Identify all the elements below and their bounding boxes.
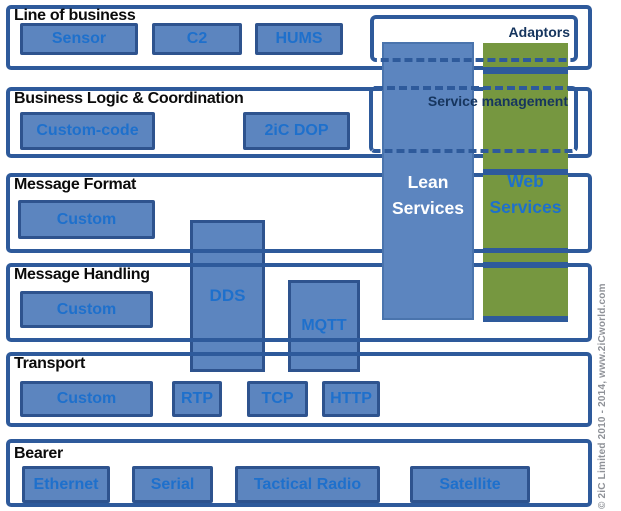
row-label-business-logic: Business Logic & Coordination <box>14 90 244 107</box>
box-sensor: Sensor <box>20 23 138 55</box>
row-frame-message-handling <box>6 263 592 342</box>
box-label: TCP <box>261 390 294 407</box>
label-service-management: Service management <box>427 93 568 109</box>
box-label: Custom-code <box>36 122 139 139</box>
row-label-bearer: Bearer <box>14 445 63 462</box>
box-custom-code: Custom-code <box>20 112 155 150</box>
row-frame-message-format <box>6 173 592 253</box>
box-label: Sensor <box>51 30 107 47</box>
box-label: Ethernet <box>33 475 99 493</box>
box-label: RTP <box>181 390 213 407</box>
frame-service-management <box>369 86 578 153</box>
box-label: C2 <box>186 30 208 47</box>
row-label-transport: Transport <box>14 355 86 372</box>
row-frame-line-of-business <box>6 5 592 70</box>
row-label-message-format: Message Format <box>14 176 137 193</box>
box-custom-message-format: Custom <box>18 200 155 239</box>
box-custom-message-handling: Custom <box>20 291 153 328</box>
column-dds: DDS <box>190 220 265 372</box>
separator-bar <box>483 169 568 175</box>
box-label: 2iC DOP <box>264 122 329 139</box>
box-label: Serial <box>150 475 195 493</box>
box-label: Satellite <box>439 475 501 493</box>
column-lean-services: Lean Services <box>382 42 474 320</box>
copyright-text: © 2iC Limited 2010 - 2014, www.2iCworld.… <box>597 283 608 509</box>
separator-bar <box>483 262 568 268</box>
frame-adaptors <box>370 15 578 62</box>
column-mqtt: MQTT <box>288 280 360 372</box>
box-label: Custom <box>56 390 117 407</box>
box-ethernet: Ethernet <box>22 466 110 503</box>
row-frame-business-logic <box>6 87 592 158</box>
separator-bar <box>483 248 568 253</box>
lean-services-label: Lean Services <box>391 171 464 218</box>
box-tactical-radio: Tactical Radio <box>235 466 380 503</box>
box-rtp: RTP <box>172 381 222 417</box>
box-label: Tactical Radio <box>253 475 362 493</box>
box-custom-transport: Custom <box>20 381 153 417</box>
web-services-label: Web Services <box>489 170 562 217</box>
box-satellite: Satellite <box>410 466 530 503</box>
mqtt-label: MQTT <box>301 317 347 334</box>
box-label: Custom <box>56 300 117 318</box>
box-label: HUMS <box>275 30 323 47</box>
separator-bar <box>483 67 568 74</box>
separator-bar <box>483 316 568 322</box>
label-adaptors: Adaptors <box>508 24 570 40</box>
column-web-services: Web Services <box>483 43 568 317</box>
box-hums: HUMS <box>255 23 343 55</box>
box-label: HTTP <box>330 390 372 407</box>
row-frame-transport <box>6 352 592 427</box>
row-label-message-handling: Message Handling <box>14 266 150 283</box>
box-http: HTTP <box>322 381 380 417</box>
box-serial: Serial <box>132 466 213 503</box>
row-label-line-of-business: Line of business <box>14 7 136 24</box>
box-label: Custom <box>56 210 117 228</box>
box-2ic-dop: 2iC DOP <box>243 112 350 150</box>
dds-label: DDS <box>209 286 246 305</box>
box-c2: C2 <box>152 23 242 55</box>
row-frame-bearer <box>6 439 592 507</box>
box-tcp: TCP <box>247 381 308 417</box>
